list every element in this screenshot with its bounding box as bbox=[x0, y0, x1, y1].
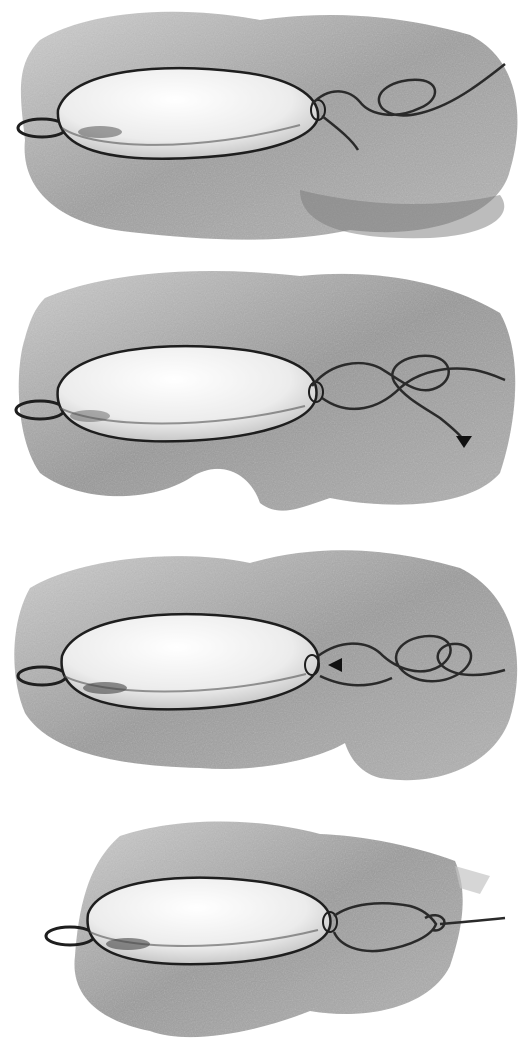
lure-body bbox=[88, 878, 331, 965]
step-1-panel bbox=[0, 0, 528, 255]
step-3-panel bbox=[0, 528, 528, 798]
step-4-panel bbox=[0, 806, 528, 1055]
figure-eight-knot-icon bbox=[0, 528, 528, 798]
line-pass-through-loop-icon bbox=[0, 258, 528, 520]
lure-body bbox=[58, 68, 318, 159]
step-2-panel bbox=[0, 258, 528, 520]
lure-with-line-loop-icon bbox=[0, 0, 528, 255]
lure-body bbox=[58, 346, 317, 441]
tightened-knot-icon bbox=[0, 806, 528, 1055]
lure-body bbox=[62, 614, 319, 709]
